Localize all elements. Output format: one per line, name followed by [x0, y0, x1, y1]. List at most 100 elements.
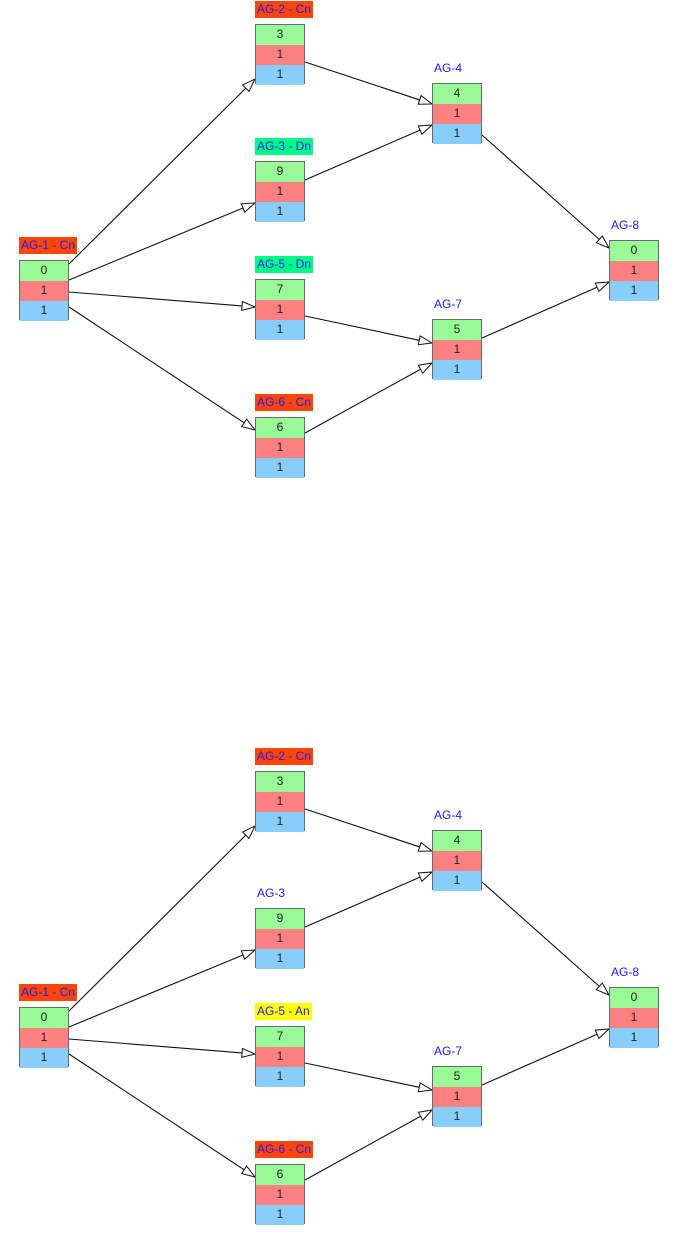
edge-ag-1-to-ag-3 [69, 208, 243, 280]
node-value-middle: 1 [256, 182, 304, 202]
node-label: AG-8 [609, 217, 641, 234]
node-value-middle: 1 [610, 261, 658, 281]
edge-ag-3-to-ag-4 [305, 130, 420, 180]
node-value-middle: 1 [20, 281, 68, 301]
node-box: 711 [255, 1026, 305, 1086]
node-value-middle: 1 [256, 1047, 304, 1067]
node-value-top: 9 [256, 909, 304, 929]
node-value-top: 0 [610, 241, 658, 261]
edge-ag-3-to-ag-4 [305, 877, 420, 927]
node-value-bottom: 1 [256, 1205, 304, 1225]
node-value-middle: 1 [256, 438, 304, 458]
node-value-bottom: 1 [433, 360, 481, 380]
node-value-top: 5 [433, 1067, 481, 1087]
node-label: AG-1 - Cn [19, 984, 77, 1001]
edge-ag-6-to-ag-7 [305, 1116, 421, 1180]
edge-ag-1-to-ag-6 [69, 1054, 244, 1170]
edges-layer [0, 0, 680, 490]
node-label: AG-7 [432, 296, 464, 313]
edge-ag-7-to-ag-8 [482, 287, 597, 338]
node-value-bottom: 1 [256, 320, 304, 340]
arrowhead-icon [241, 203, 255, 212]
node-value-bottom: 1 [256, 1067, 304, 1087]
node-value-bottom: 1 [256, 65, 304, 85]
node-label: AG-7 [432, 1043, 464, 1060]
edge-ag-1-to-ag-2 [69, 835, 246, 1011]
arrowhead-icon [242, 302, 255, 311]
node-value-middle: 1 [433, 1087, 481, 1107]
node-value-bottom: 1 [610, 281, 658, 301]
arrowhead-icon [418, 336, 432, 345]
node-box: 511 [432, 319, 482, 379]
node-label: AG-1 - Cn [19, 237, 77, 254]
arrowhead-icon [418, 125, 432, 134]
node-label: AG-5 - Dn [255, 256, 313, 273]
node-value-top: 6 [256, 418, 304, 438]
node-value-top: 6 [256, 1165, 304, 1185]
node-value-top: 0 [20, 1008, 68, 1028]
edge-ag-1-to-ag-5 [69, 1039, 242, 1053]
arrowhead-icon [242, 1166, 255, 1177]
node-label: AG-3 - Dn [255, 138, 313, 155]
node-box: 411 [432, 830, 482, 890]
node-label: AG-4 [432, 807, 464, 824]
node-value-middle: 1 [256, 1185, 304, 1205]
node-value-bottom: 1 [433, 871, 481, 891]
node-value-top: 7 [256, 280, 304, 300]
edge-ag-1-to-ag-6 [69, 307, 244, 423]
edge-ag-2-to-ag-4 [305, 62, 420, 100]
node-value-top: 3 [256, 772, 304, 792]
node-label: AG-3 [255, 885, 287, 902]
node-value-top: 0 [610, 988, 658, 1008]
node-value-top: 0 [20, 261, 68, 281]
node-value-bottom: 1 [433, 1107, 481, 1127]
node-value-bottom: 1 [256, 458, 304, 478]
arrowhead-icon [242, 1049, 255, 1058]
edge-ag-4-to-ag-8 [482, 882, 599, 986]
node-value-top: 3 [256, 25, 304, 45]
node-value-middle: 1 [256, 929, 304, 949]
node-value-top: 4 [433, 831, 481, 851]
node-box: 011 [19, 1007, 69, 1067]
node-label: AG-8 [609, 964, 641, 981]
node-value-top: 9 [256, 162, 304, 182]
node-value-middle: 1 [610, 1008, 658, 1028]
node-value-top: 7 [256, 1027, 304, 1047]
node-value-top: 5 [433, 320, 481, 340]
node-value-middle: 1 [433, 851, 481, 871]
node-value-bottom: 1 [20, 1048, 68, 1068]
edge-ag-7-to-ag-8 [482, 1034, 597, 1085]
node-value-middle: 1 [256, 45, 304, 65]
node-label: AG-5 - An [255, 1003, 312, 1020]
arrowhead-icon [595, 282, 609, 291]
edge-ag-1-to-ag-3 [69, 955, 243, 1027]
node-label: AG-4 [432, 60, 464, 77]
arrowhead-icon [418, 363, 432, 373]
node-value-middle: 1 [256, 300, 304, 320]
arrowhead-icon [418, 96, 432, 105]
node-value-top: 4 [433, 84, 481, 104]
arrowhead-icon [418, 843, 432, 852]
node-value-bottom: 1 [256, 202, 304, 222]
edges-layer [0, 747, 680, 1237]
node-value-bottom: 1 [610, 1028, 658, 1048]
arrowhead-icon [418, 1083, 432, 1092]
node-value-middle: 1 [433, 104, 481, 124]
node-value-bottom: 1 [256, 812, 304, 832]
arrowhead-icon [595, 1029, 609, 1038]
edge-ag-4-to-ag-8 [482, 135, 599, 239]
node-label: AG-6 - Cn [255, 394, 313, 411]
